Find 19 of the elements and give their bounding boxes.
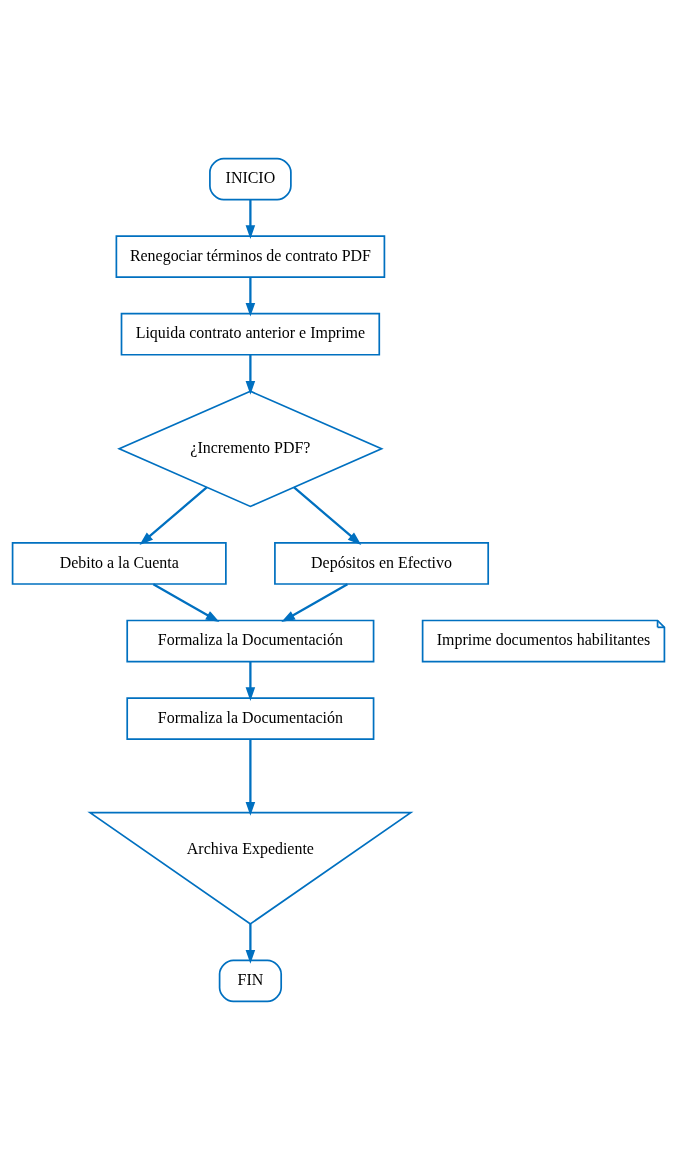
node-diamond: ¿Incremento PDF? bbox=[117, 390, 384, 508]
arrow bbox=[245, 277, 256, 317]
arrow bbox=[245, 739, 256, 816]
arrow bbox=[293, 486, 362, 545]
node-box: Renegociar términos de contrato PDF bbox=[115, 235, 386, 279]
node-box: Debito a la Cuenta bbox=[11, 542, 227, 585]
arrow bbox=[245, 661, 256, 701]
arrow bbox=[152, 583, 220, 623]
arrow bbox=[245, 354, 256, 395]
arrow bbox=[245, 200, 256, 240]
node-box: Formaliza la Documentación bbox=[126, 697, 375, 740]
node-box: INICIO bbox=[209, 157, 292, 201]
arrow bbox=[139, 486, 208, 545]
node-box: Formaliza la Documentación bbox=[126, 619, 375, 663]
arrow bbox=[281, 583, 348, 623]
node-box: Liquida contrato anterior e Imprime bbox=[120, 312, 381, 356]
arrow bbox=[245, 924, 256, 964]
node-box: FIN bbox=[218, 959, 283, 1003]
node-box: Depósitos en Efectivo bbox=[274, 542, 490, 585]
